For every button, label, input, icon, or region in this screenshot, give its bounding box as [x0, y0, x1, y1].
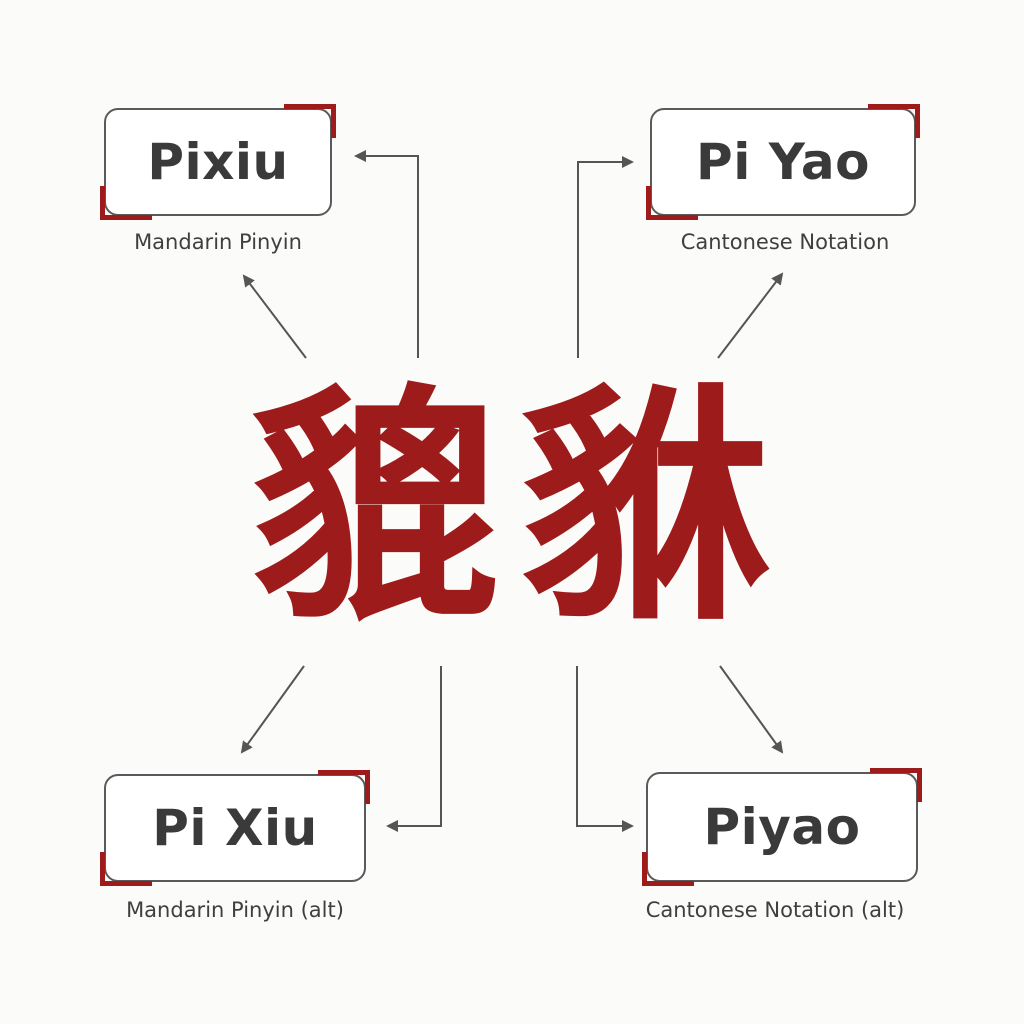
term-box-piyao: Piyao — [642, 768, 922, 886]
arrow-bottom-right-elbow — [576, 666, 634, 832]
corner-accent — [100, 852, 152, 886]
corner-accent — [868, 104, 920, 138]
corner-accent — [318, 770, 370, 804]
term-label-pi-xiu: Pi Xiu — [152, 799, 318, 857]
arrow-top-right-diagonal — [717, 272, 784, 359]
corner-accent — [284, 104, 336, 138]
arrow-bottom-left-diagonal — [240, 665, 305, 754]
corner-accent — [870, 768, 922, 802]
hanzi-pi: 貔 — [250, 360, 500, 654]
corner-accent — [100, 186, 152, 220]
caption-cantonese-notation: Cantonese Notation — [680, 230, 890, 254]
term-label-piyao: Piyao — [703, 798, 861, 856]
corner-accent — [646, 186, 698, 220]
arrow-top-right-elbow — [577, 156, 634, 358]
term-box-pi-yao: Pi Yao — [646, 104, 920, 220]
arrow-top-left-elbow — [354, 150, 419, 358]
term-box-pixiu: Pixiu — [100, 104, 336, 220]
arrow-bottom-left-elbow — [386, 666, 442, 832]
arrow-top-left-diagonal — [242, 274, 307, 359]
caption-mandarin-pinyin: Mandarin Pinyin — [134, 230, 302, 254]
hanzi-xiu: 貅 — [522, 360, 772, 654]
term-label-pixiu: Pixiu — [147, 133, 289, 191]
term-label-pi-yao: Pi Yao — [696, 133, 870, 191]
term-box-pi-xiu: Pi Xiu — [100, 770, 370, 886]
corner-accent — [642, 852, 694, 886]
arrow-bottom-right-diagonal — [719, 665, 784, 754]
caption-cantonese-notation-alt: Cantonese Notation (alt) — [645, 898, 905, 922]
caption-mandarin-pinyin-alt: Mandarin Pinyin (alt) — [126, 898, 344, 922]
